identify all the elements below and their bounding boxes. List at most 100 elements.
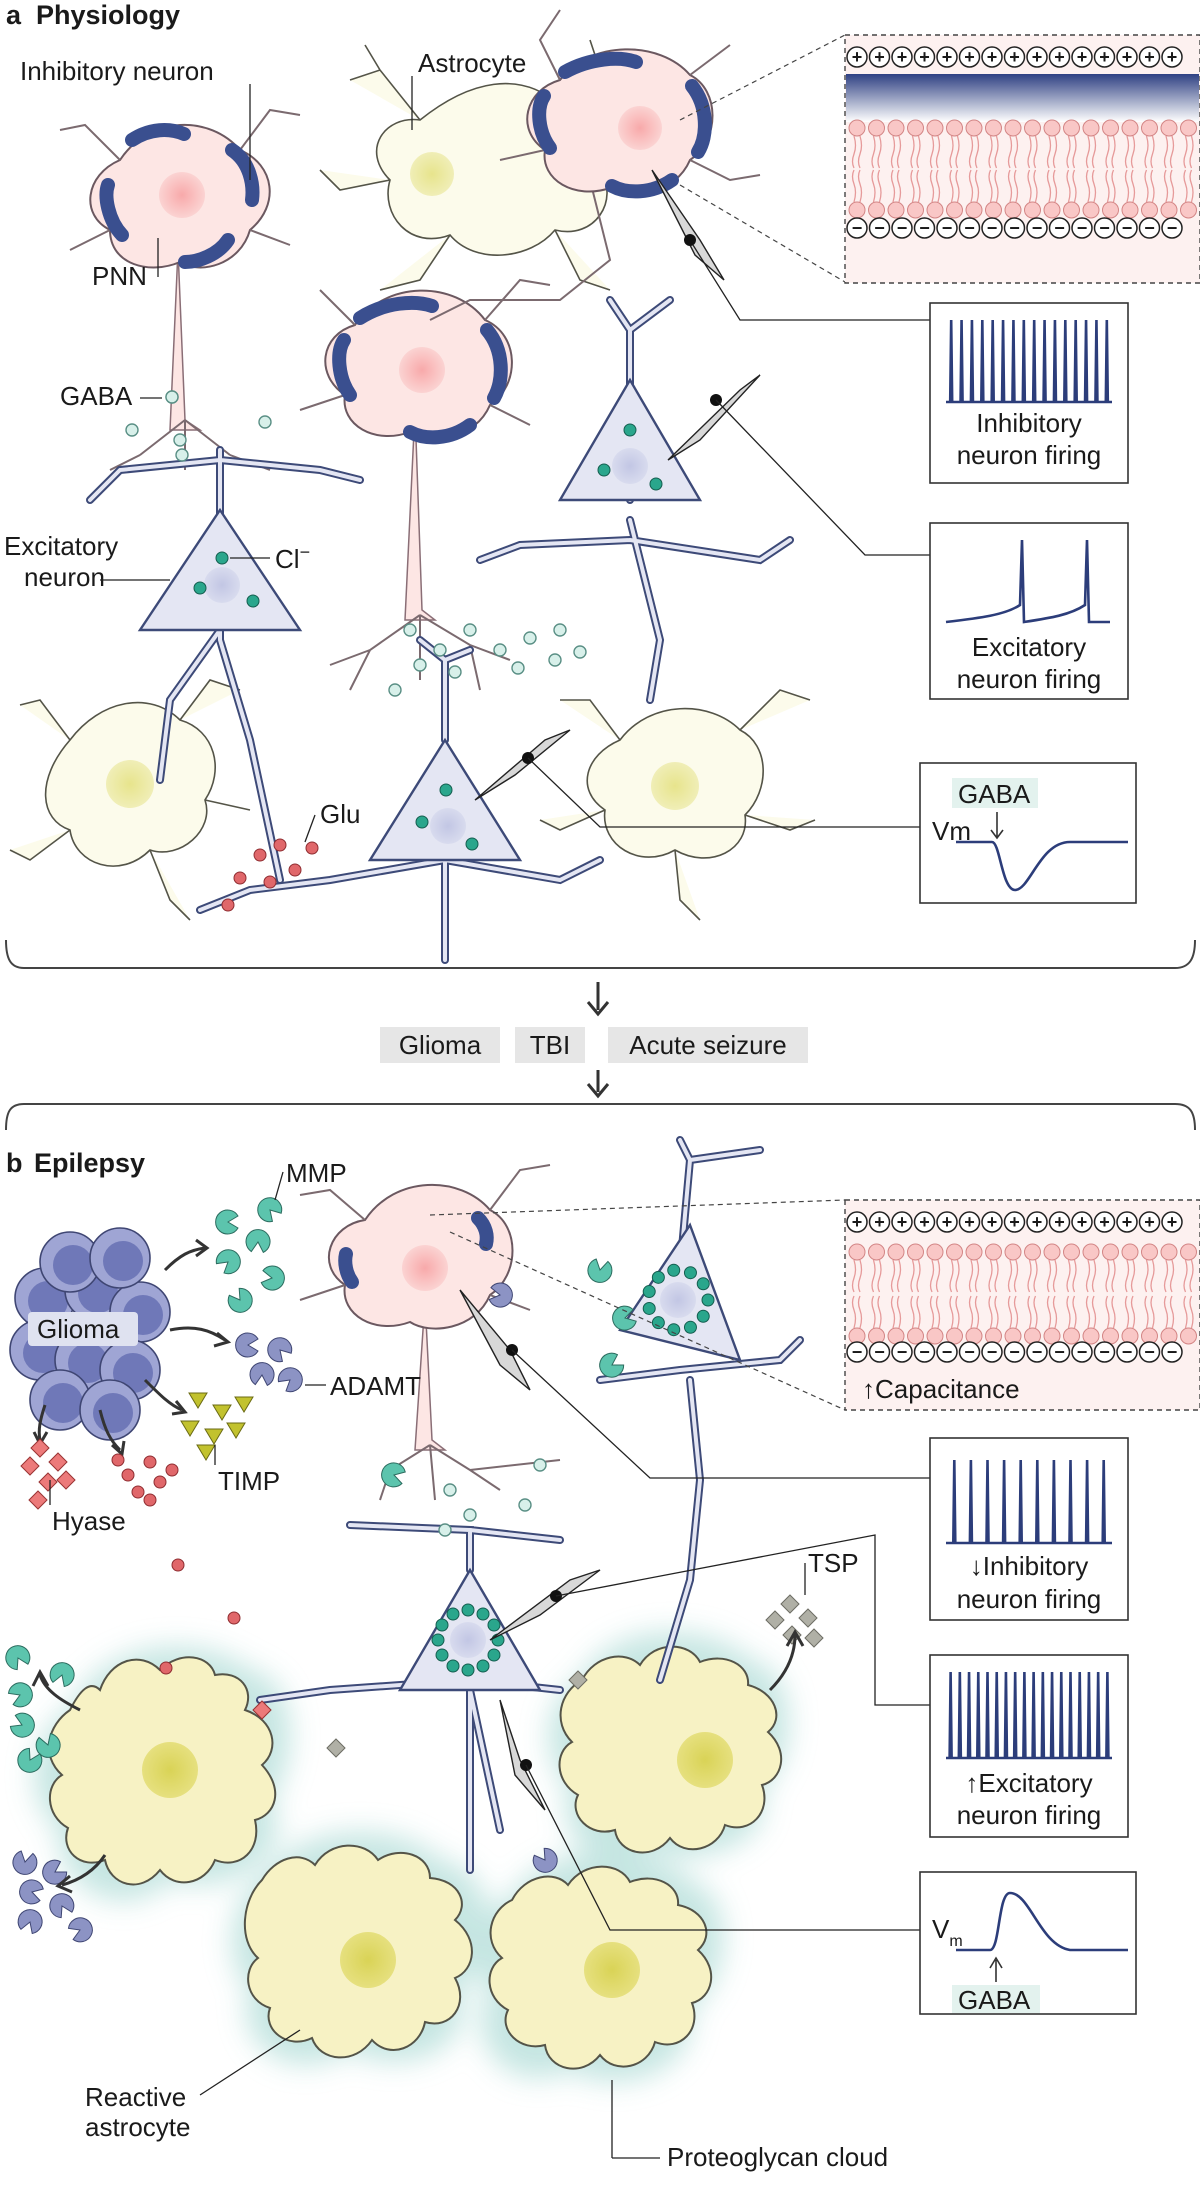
membrane-minus-charge: − xyxy=(846,217,868,239)
gaba-vesicle-label-marker xyxy=(165,390,179,404)
chloride-ion xyxy=(667,1323,681,1337)
label-glu: Glu xyxy=(320,799,360,829)
mmp-molecule xyxy=(1,1641,34,1673)
panel-b-title: Epilepsy xyxy=(34,1148,145,1178)
glioma-cell xyxy=(89,1227,151,1289)
lipid-b xyxy=(926,1243,944,1345)
panel-b-bracket xyxy=(5,1103,1196,1131)
membrane-minus-charge: − xyxy=(1048,217,1071,239)
membrane-zoom-b: +++++++++++++++ −−−−−−−−−−−−−−− ↑Capacit… xyxy=(429,1199,1200,1411)
membrane-minus-charge: − xyxy=(958,217,981,239)
astrocyte-left xyxy=(9,679,251,921)
svg-text:+: + xyxy=(1032,47,1043,67)
lipid-a xyxy=(1043,119,1061,219)
excitatory-firing-b-line2: neuron firing xyxy=(957,1800,1102,1830)
svg-text:−: − xyxy=(1099,218,1110,238)
membrane-minus-charge-b: − xyxy=(1161,1341,1183,1363)
membrane-minus-charge-b: − xyxy=(1093,1341,1116,1363)
lipid-a xyxy=(926,119,944,219)
svg-text:+: + xyxy=(1054,1212,1065,1232)
label-astrocyte: Astrocyte xyxy=(418,48,526,78)
mmp-molecule xyxy=(5,1678,37,1711)
svg-text:−: − xyxy=(1144,1342,1155,1362)
svg-text:−: − xyxy=(1077,218,1088,238)
svg-text:+: + xyxy=(964,47,975,67)
excitatory-neuron-b-right xyxy=(596,1136,804,1684)
membrane-minus-charge: − xyxy=(868,217,891,239)
membrane-plus-charge: + xyxy=(1071,46,1093,68)
membrane-plus-charge: + xyxy=(1048,46,1071,68)
label-inhibitory-neuron: Inhibitory neuron xyxy=(20,56,214,86)
membrane-plus-charge-b: + xyxy=(1003,1211,1026,1233)
membrane-plus-charge-b: + xyxy=(913,1211,936,1233)
membrane-plus-charge: + xyxy=(1161,46,1183,68)
panel-a-title: Physiology xyxy=(36,0,180,30)
membrane-minus-charge: − xyxy=(1138,217,1161,239)
lipid-b xyxy=(1063,1243,1080,1345)
leader-reactive xyxy=(199,2029,301,2096)
chloride-ion xyxy=(701,1293,715,1307)
svg-text:−: − xyxy=(897,218,908,238)
svg-text:−: − xyxy=(964,218,975,238)
svg-text:−: − xyxy=(919,218,930,238)
lipid-a xyxy=(907,119,924,219)
svg-text:−: − xyxy=(942,1342,953,1362)
membrane-plus-charge-b: + xyxy=(1093,1211,1116,1233)
tsp-molecule xyxy=(798,1608,818,1628)
svg-text:−: − xyxy=(919,1342,930,1362)
svg-text:−: − xyxy=(1167,218,1178,238)
timp-molecule xyxy=(226,1422,246,1439)
svg-text:−: − xyxy=(964,1342,975,1362)
excitatory-neuron-bottom xyxy=(196,636,604,964)
timp-molecule xyxy=(196,1444,216,1461)
membrane-plus-charge-b: + xyxy=(868,1211,891,1233)
lipid-a xyxy=(946,119,963,219)
lipid-b xyxy=(907,1243,924,1345)
lipid-b xyxy=(946,1243,963,1345)
svg-text:+: + xyxy=(874,1212,885,1232)
inhibitory-firing-panel-b: ↓Inhibitory neuron firing xyxy=(929,1437,1129,1621)
membrane-minus-charge: − xyxy=(936,217,958,239)
hyase-molecule xyxy=(28,1490,48,1510)
leader-proteoglycan xyxy=(611,2080,660,2159)
inhibitory-firing-b-line2: neuron firing xyxy=(957,1584,1102,1614)
lipid-a xyxy=(1180,119,1197,219)
svg-text:+: + xyxy=(942,47,953,67)
astrocyte-secretion-arrows xyxy=(31,1628,805,1894)
svg-text:+: + xyxy=(1122,47,1133,67)
membrane-minus-charge: − xyxy=(1003,217,1026,239)
svg-text:+: + xyxy=(1122,1212,1133,1232)
label-mmp: MMP xyxy=(286,1158,347,1188)
lipid-a xyxy=(1121,119,1139,219)
svg-text:+: + xyxy=(897,1212,908,1232)
svg-text:−: − xyxy=(874,218,885,238)
membrane-plus-charge-b: + xyxy=(891,1211,913,1233)
trigger-glioma-chip: Glioma xyxy=(380,1027,500,1063)
chloride-ion xyxy=(642,1301,656,1315)
svg-text:+: + xyxy=(1099,1212,1110,1232)
membrane-plus-charge-b: + xyxy=(1161,1211,1183,1233)
chloride-ion xyxy=(446,1607,460,1621)
capacitance-label: ↑Capacitance xyxy=(862,1374,1020,1404)
astrocyte-right xyxy=(539,689,816,921)
chloride-ion xyxy=(487,1648,501,1662)
membrane-plus-charge-b: + xyxy=(958,1211,981,1233)
trigger-seizure-chip: Acute seizure xyxy=(608,1027,808,1063)
leader-mmp xyxy=(274,1171,284,1201)
lipid-b xyxy=(1102,1243,1119,1345)
membrane-minus-charge: − xyxy=(1071,217,1093,239)
chloride-ion xyxy=(667,1263,681,1277)
membrane-minus-charge-b: − xyxy=(891,1341,913,1363)
svg-text:−: − xyxy=(1122,1342,1133,1362)
membrane-plus-charge-b: + xyxy=(981,1211,1003,1233)
leader-glu xyxy=(304,814,316,843)
trigger-tbi-chip: TBI xyxy=(515,1027,585,1063)
mmp-molecule xyxy=(7,1709,39,1742)
lipid-a xyxy=(1004,119,1022,219)
lipid-b xyxy=(965,1243,983,1345)
membrane-plus-charge-b: + xyxy=(1048,1211,1071,1233)
membrane-plus-charge-b: + xyxy=(936,1211,958,1233)
lipid-b xyxy=(1141,1243,1158,1345)
mmp-molecule xyxy=(244,1228,272,1254)
mmp-molecule xyxy=(212,1244,246,1279)
